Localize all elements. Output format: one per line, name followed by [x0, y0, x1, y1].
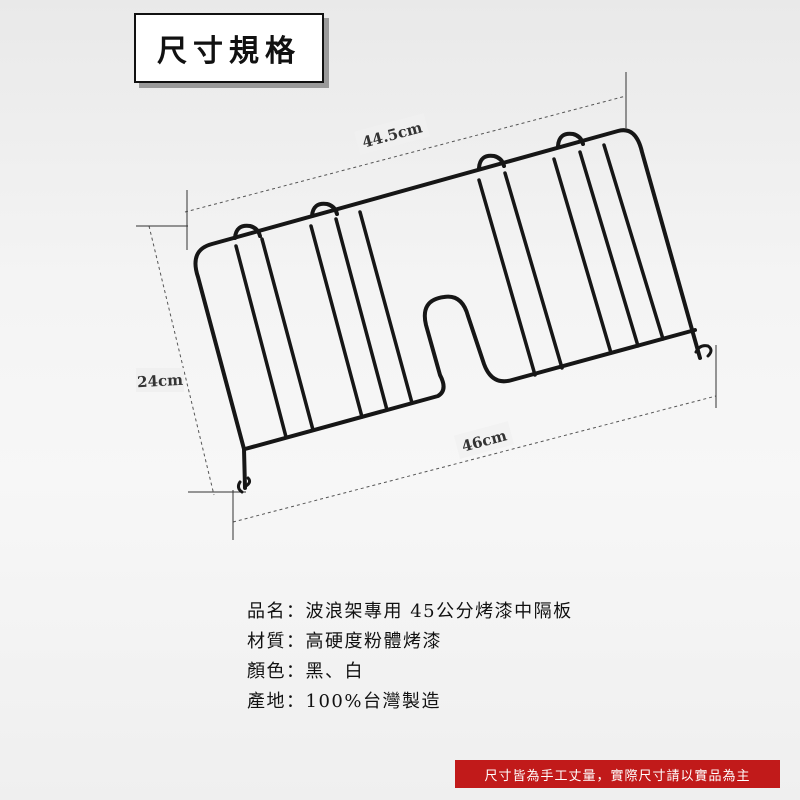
page-title: 尺寸規格 [157, 34, 301, 69]
title-box: 尺寸規格 [134, 13, 324, 83]
bottom-dimension-line [232, 395, 717, 523]
spec-row-name: 品名：波浪架專用 45公分烤漆中隔板 [247, 601, 573, 622]
dimension-lines [148, 95, 717, 523]
vertical-bars [234, 143, 665, 439]
spec-row-color: 顏色：黑、白 [247, 661, 364, 682]
hooks [233, 131, 585, 240]
height-label: 24cm [137, 371, 184, 391]
end-clips [236, 344, 713, 494]
specs-list: 品名：波浪架專用 45公分烤漆中隔板 材質：高硬度粉體烤漆 顏色：黑、白 產地：… [247, 597, 573, 717]
divider-frame [193, 128, 702, 490]
extension-lines [136, 72, 717, 540]
measurement-disclaimer: 尺寸皆為手工丈量，實際尺寸請以實品為主 [455, 760, 780, 788]
spec-row-origin: 產地：100%台灣製造 [247, 691, 441, 712]
spec-row-material: 材質：高硬度粉體烤漆 [247, 631, 442, 652]
disclaimer-text: 尺寸皆為手工丈量，實際尺寸請以實品為主 [484, 768, 751, 784]
top-dimension-line [184, 95, 627, 213]
height-dimension-line [148, 225, 215, 496]
wire-divider [193, 128, 713, 494]
